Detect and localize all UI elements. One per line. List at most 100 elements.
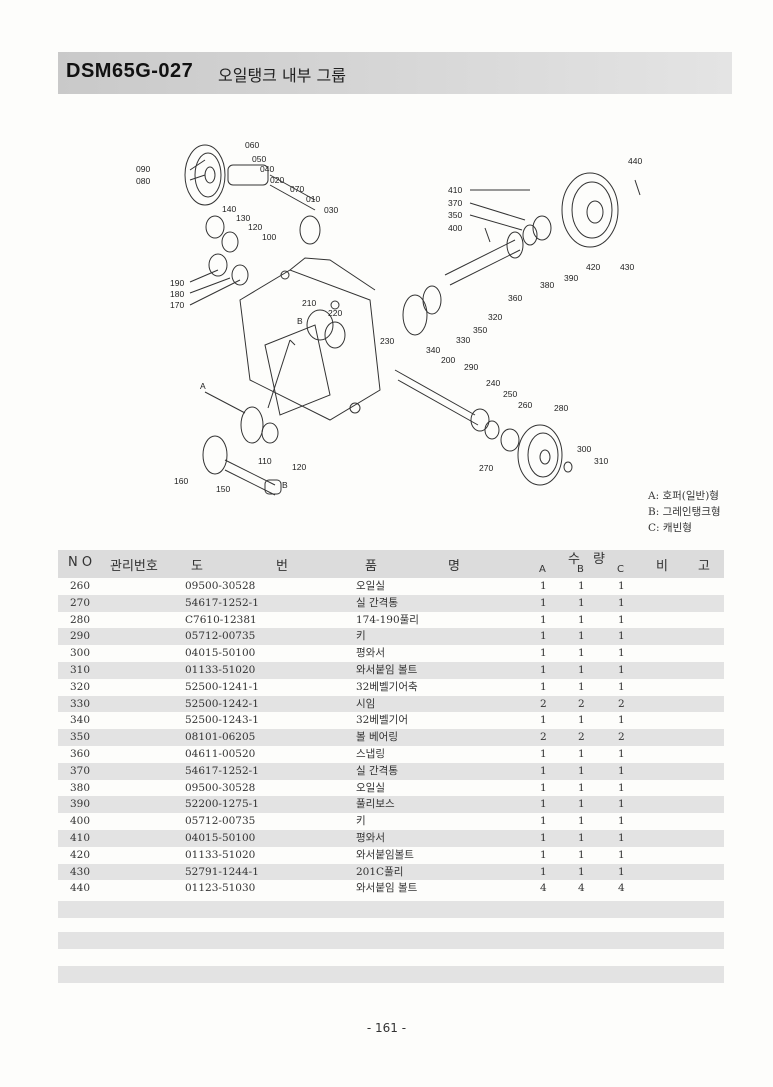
- cell-part-number: 09500-30528: [185, 580, 256, 592]
- title-bar: DSM65G-027 오일탱크 내부 그룹: [58, 52, 732, 94]
- cell-part-number: 52500-1241-1: [185, 680, 259, 693]
- pulley-430: [561, 172, 619, 248]
- cell-part-number: 01133-51020: [185, 848, 256, 861]
- cell-part-number: 52500-1243-1: [185, 714, 259, 727]
- cell-qty-c: 1: [618, 781, 625, 794]
- cell-part-name: 시임: [356, 697, 376, 710]
- cell-qty-b: 1: [578, 848, 585, 861]
- cell-part-number: 52200-1275-1: [185, 798, 259, 811]
- pulley-280: [517, 424, 563, 486]
- cell-part-number: 04015-50100: [185, 647, 256, 660]
- callout-230: 230: [380, 336, 394, 346]
- callout-B-upper: B: [297, 316, 303, 326]
- callout-090: 090: [136, 164, 150, 174]
- cell-no: 310: [70, 663, 91, 676]
- callout-130: 130: [236, 213, 250, 223]
- callout-050: 050: [252, 154, 266, 164]
- callout-A: A: [200, 381, 206, 391]
- model-code: DSM65G-027: [66, 60, 194, 82]
- cell-part-name: 32베벨기어축: [356, 680, 418, 693]
- cell-part-number: 05712-00735: [185, 630, 256, 643]
- cell-part-name: 볼 베어링: [356, 731, 398, 744]
- col-qty-c: C: [617, 564, 624, 575]
- cell-qty-c: 1: [618, 613, 625, 626]
- callout-070: 070: [290, 184, 304, 194]
- cell-qty-c: 1: [618, 865, 625, 878]
- cell-qty-a: 1: [540, 781, 547, 794]
- callout-B-lower: B: [282, 480, 288, 490]
- cell-qty-a: 2: [540, 731, 547, 744]
- cell-qty-b: 1: [578, 680, 585, 693]
- cell-qty-a: 1: [540, 747, 547, 760]
- col-name-2: 명: [448, 559, 460, 574]
- callout-180: 180: [170, 289, 184, 299]
- cell-part-name: 오일실: [356, 580, 385, 592]
- legend-a: A: 호퍼(일반)형: [648, 490, 719, 502]
- cell-qty-b: 1: [578, 798, 585, 811]
- callout-150: 150: [216, 484, 230, 494]
- cell-no: 440: [70, 882, 91, 895]
- cell-qty-b: 1: [578, 747, 585, 760]
- cell-no: 390: [70, 798, 91, 811]
- cell-part-name: 와서붙임 볼트: [356, 663, 418, 676]
- cell-part-number: C7610-12381: [185, 613, 257, 626]
- cell-part-name: 실 간격통: [356, 764, 398, 777]
- callout-390: 390: [564, 273, 578, 283]
- cell-qty-a: 2: [540, 697, 547, 710]
- col-no: N O: [68, 555, 93, 570]
- cell-qty-b: 1: [578, 714, 585, 727]
- table-header: N O 관리번호 도 번 품 명 수 량 A B C 비 고: [58, 550, 724, 578]
- callout-400: 400: [448, 223, 462, 233]
- cell-qty-a: 4: [540, 882, 547, 895]
- cell-part-name: 오일실: [356, 781, 385, 794]
- col-name-1: 품: [365, 559, 377, 574]
- cell-no: 370: [70, 764, 91, 777]
- col-drawing-2: 번: [276, 559, 288, 574]
- cell-qty-b: 1: [578, 781, 585, 794]
- col-qty-a: A: [539, 564, 546, 575]
- callout-340: 340: [426, 345, 440, 355]
- cell-qty-a: 1: [540, 580, 547, 592]
- cell-no: 380: [70, 781, 91, 794]
- cell-qty-b: 2: [578, 697, 585, 710]
- col-remarks-1: 비: [656, 559, 668, 574]
- cell-part-name: 와서붙임볼트: [356, 848, 414, 861]
- callout-350b: 350: [473, 325, 487, 335]
- callout-380: 380: [540, 280, 554, 290]
- cell-qty-b: 1: [578, 596, 585, 609]
- parts-table: N O 관리번호 도 번 품 명 수 량 A B C 비 고 260 09500-…: [58, 550, 724, 897]
- col-qty-b: B: [577, 564, 584, 575]
- cell-no: 260: [70, 580, 91, 592]
- exploded-parts-diagram: 060 050 040 020 090 080 070 010 030 140 …: [136, 140, 642, 496]
- legend-c: C: 캐빈형: [648, 522, 692, 534]
- callout-080: 080: [136, 176, 150, 186]
- cell-qty-c: 1: [618, 815, 625, 828]
- callout-100: 100: [262, 232, 276, 242]
- cell-qty-b: 2: [578, 731, 585, 744]
- cell-no: 300: [70, 647, 91, 660]
- col-qty-2: 량: [593, 552, 605, 567]
- callout-170: 170: [170, 300, 184, 310]
- cell-qty-a: 1: [540, 680, 547, 693]
- cell-part-name: 키: [356, 815, 366, 828]
- cell-part-number: 52500-1242-1: [185, 697, 259, 710]
- legend-b: B: 그레인탱크형: [648, 506, 721, 518]
- col-mgmt: 관리번호: [110, 559, 158, 574]
- cell-no: 430: [70, 865, 91, 878]
- empty-row: [58, 932, 724, 949]
- callout-350: 350: [448, 210, 462, 220]
- callout-290: 290: [464, 362, 478, 372]
